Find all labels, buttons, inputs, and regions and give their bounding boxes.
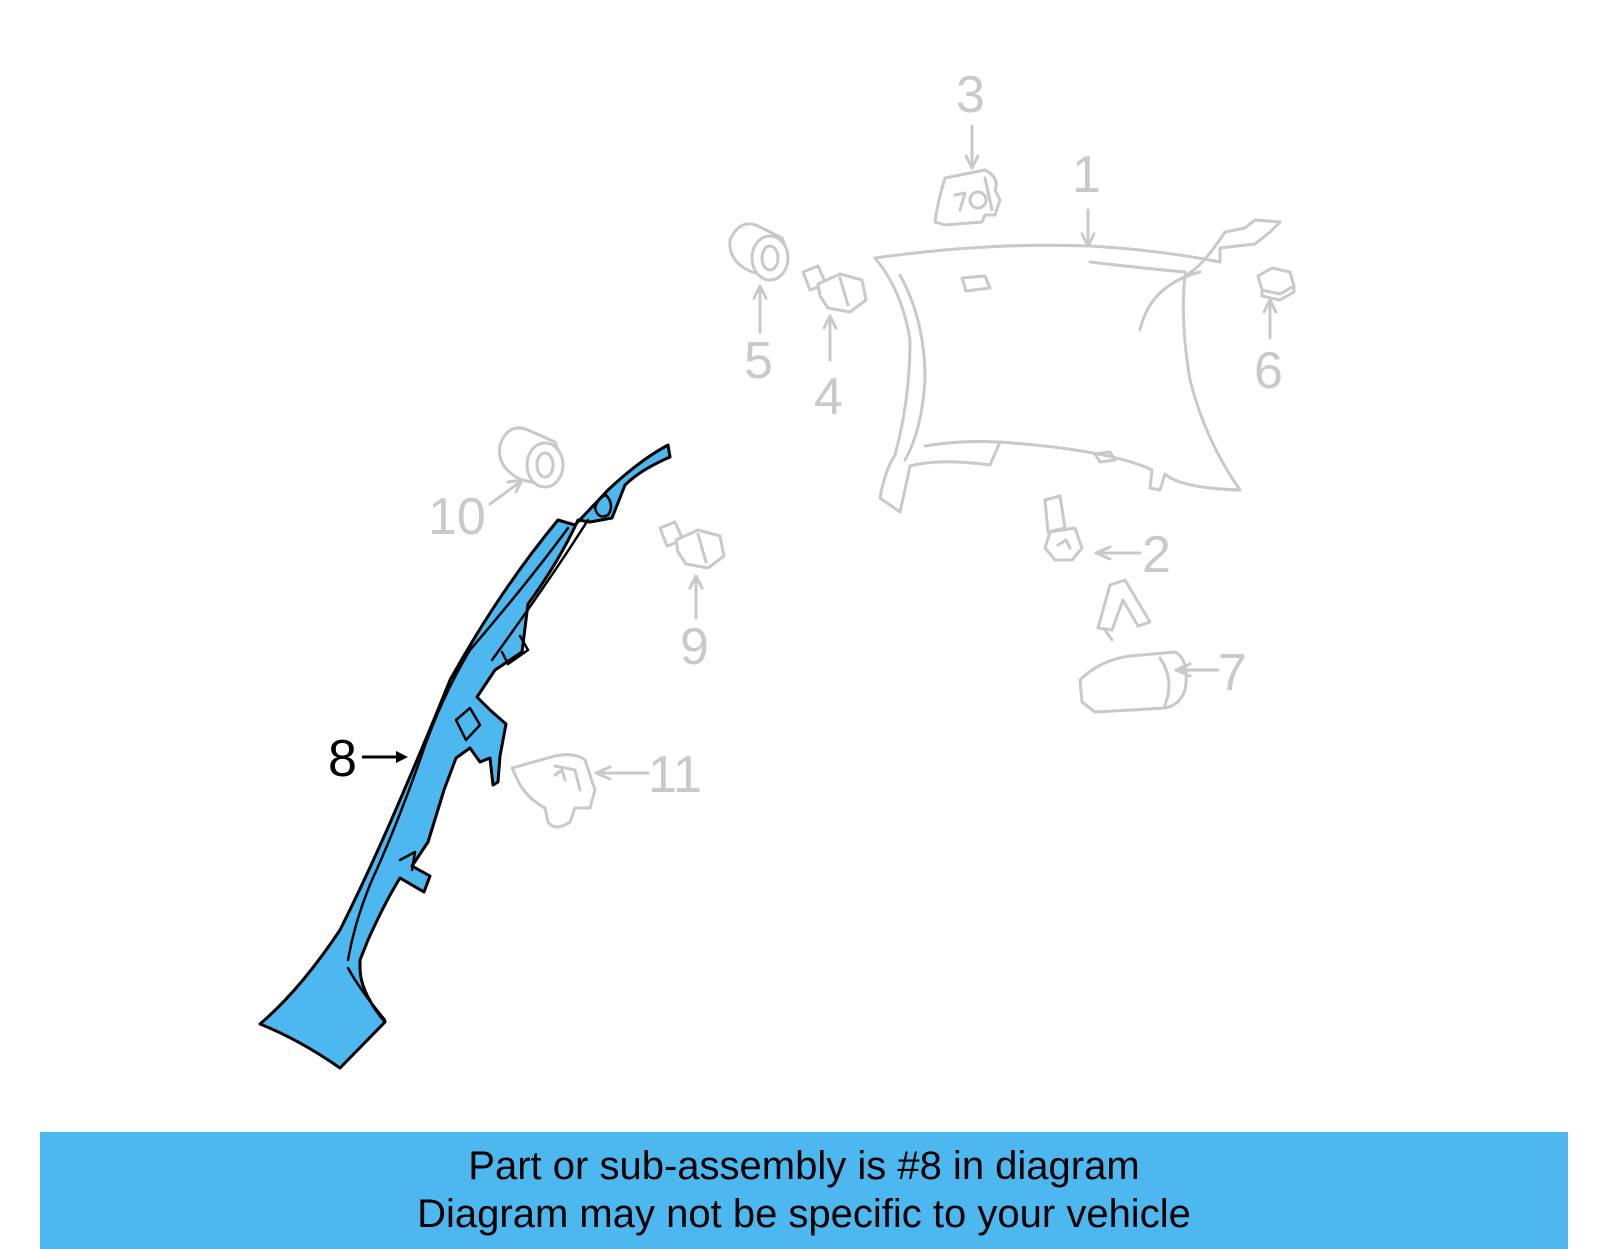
part-7-lamp	[1078, 578, 1188, 714]
callout-5: 5	[744, 332, 773, 390]
callout-11: 11	[648, 746, 702, 804]
callout-leaders	[362, 124, 1278, 781]
part-9-bolt	[658, 520, 726, 570]
callout-2: 2	[1142, 526, 1171, 584]
callout-10: 10	[428, 488, 486, 546]
callout-6: 6	[1254, 342, 1283, 400]
part-1-quarter-trim-panel	[873, 218, 1282, 514]
part-3-clip	[933, 168, 1002, 227]
footer-banner: Part or sub-assembly is #8 in diagram Di…	[40, 1132, 1568, 1249]
part-4-bolt	[801, 264, 868, 314]
callout-9: 9	[680, 618, 709, 676]
part-5-grommet	[728, 222, 790, 282]
footer-line-part-info: Part or sub-assembly is #8 in diagram	[468, 1144, 1140, 1188]
callout-4: 4	[814, 368, 843, 426]
part-2-screw	[1043, 494, 1084, 562]
part-10-grommet	[497, 426, 565, 489]
callout-1: 1	[1072, 146, 1101, 204]
callout-3: 3	[956, 66, 985, 124]
callout-7: 7	[1218, 644, 1247, 702]
part-11-clip	[510, 753, 597, 829]
part-6-nut	[1256, 266, 1296, 302]
part-8-pillar-trim	[258, 443, 672, 1070]
callout-8: 8	[328, 730, 357, 788]
footer-line-disclaimer: Diagram may not be specific to your vehi…	[417, 1192, 1191, 1236]
